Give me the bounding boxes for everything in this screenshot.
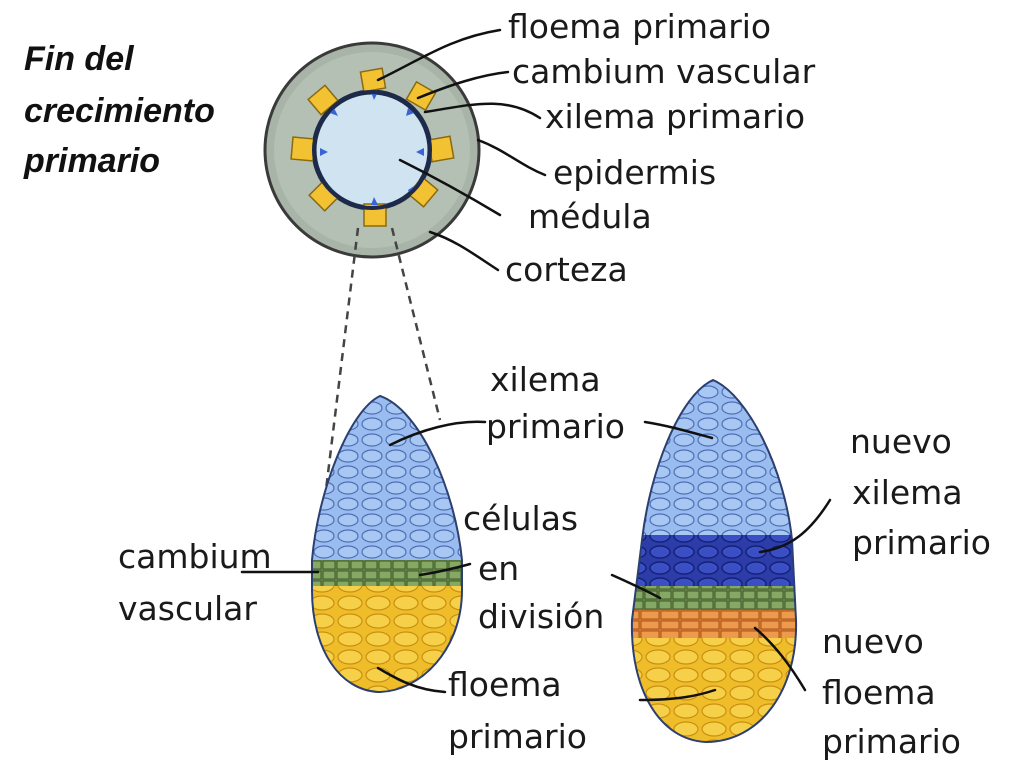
label-celulas-line1: células: [463, 499, 579, 538]
label-corteza: corteza: [505, 250, 628, 289]
label-nuevo-xilema-line3: primario: [852, 523, 991, 562]
primary-xylem-tissue: [312, 396, 462, 562]
right-bundle-outline: [630, 378, 798, 744]
cambium-tissue-right: [631, 586, 797, 612]
cambium-tissue: [312, 560, 462, 588]
stem-cross-section: [263, 41, 481, 259]
label-nuevo-xilema-line2: xilema: [852, 473, 963, 512]
title-line-2: crecimiento: [24, 92, 215, 130]
label-cambium-line1: cambium: [118, 537, 272, 576]
new-xylem-tissue: [631, 535, 797, 587]
label-celulas-line2: en: [478, 549, 520, 588]
title-line-1: Fin del: [24, 40, 134, 78]
label-xilema-line2: primario: [486, 407, 625, 446]
title-line-3: primario: [24, 142, 161, 180]
label-medula: médula: [528, 197, 652, 236]
label-nuevo-floema-line3: primario: [822, 722, 961, 761]
label-nuevo-xilema-line1: nuevo: [850, 422, 952, 461]
label-floema-line2: primario: [448, 717, 587, 756]
label-xilema-line1: xilema: [490, 360, 601, 399]
label-cambium-line2: vascular: [118, 589, 257, 628]
new-phloem-tissue: [631, 610, 797, 640]
label-celulas-line3: división: [478, 597, 605, 636]
label-xilema-primario: xilema primario: [545, 97, 806, 136]
label-floema-primario: floema primario: [508, 7, 772, 46]
leader-lines: [240, 28, 832, 702]
label-cambium-vascular: cambium vascular: [512, 52, 816, 91]
left-bundle-outline: [311, 394, 463, 694]
projection-lines: [316, 227, 442, 556]
label-epidermis: epidermis: [553, 153, 717, 192]
label-floema-line1: floema: [448, 665, 562, 704]
label-nuevo-floema-line2: floema: [822, 673, 936, 712]
phloem-bundles: [290, 67, 455, 227]
primary-xylem-tissue-right: [631, 380, 797, 537]
label-nuevo-floema-line1: nuevo: [822, 622, 924, 661]
